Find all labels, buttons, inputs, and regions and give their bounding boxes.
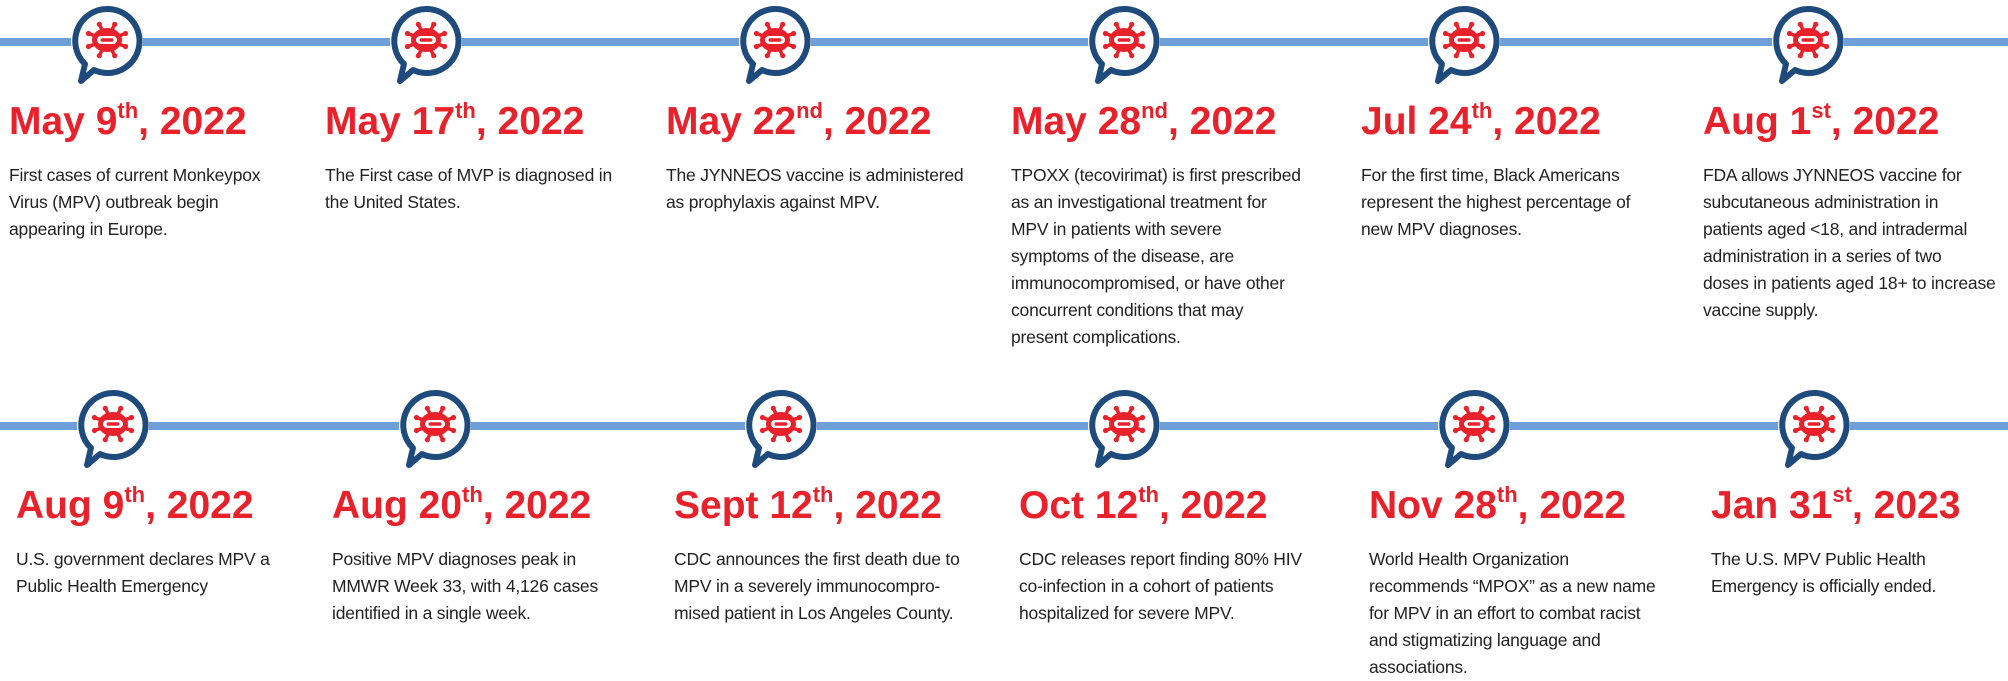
virus-speech-bubble-svg <box>1088 5 1160 84</box>
event-date: Aug 1st, 2022 <box>1703 98 1940 143</box>
virus-speech-bubble-svg <box>1088 389 1160 468</box>
virus-speech-bubble-icon <box>68 4 146 86</box>
virus-speech-bubble-svg <box>1428 5 1500 84</box>
virus-speech-bubble-svg <box>1438 389 1510 468</box>
virus-speech-bubble-icon <box>1085 4 1163 86</box>
virus-speech-bubble-icon <box>742 388 820 470</box>
virus-speech-bubble-svg <box>71 5 143 84</box>
event-date: Aug 20th, 2022 <box>332 482 592 527</box>
virus-speech-bubble-icon <box>1425 4 1503 86</box>
virus-speech-bubble-svg <box>1778 389 1850 468</box>
virus-speech-bubble-icon <box>1769 4 1847 86</box>
virus-speech-bubble-icon <box>1435 388 1513 470</box>
virus-speech-bubble-svg <box>745 389 817 468</box>
virus-speech-bubble-icon <box>387 4 465 86</box>
event-date: Sept 12th, 2022 <box>674 482 942 527</box>
virus-speech-bubble-svg <box>390 5 462 84</box>
virus-speech-bubble-svg <box>739 5 811 84</box>
virus-speech-bubble-svg <box>399 389 471 468</box>
event-date: May 9th, 2022 <box>9 98 247 143</box>
virus-speech-bubble-svg <box>1772 5 1844 84</box>
timeline-line-bottom <box>0 422 2008 430</box>
virus-speech-bubble-icon <box>1775 388 1853 470</box>
virus-speech-bubble-icon <box>736 4 814 86</box>
timeline-line-top <box>0 38 2008 46</box>
event-date: Jan 31st, 2023 <box>1711 482 1961 527</box>
event-date: Jul 24th, 2022 <box>1361 98 1601 143</box>
virus-speech-bubble-icon <box>74 388 152 470</box>
virus-speech-bubble-svg <box>77 389 149 468</box>
event-date: Aug 9th, 2022 <box>16 482 254 527</box>
virus-speech-bubble-icon <box>396 388 474 470</box>
event-date: Nov 28th, 2022 <box>1369 482 1627 527</box>
event-date: Oct 12th, 2022 <box>1019 482 1268 527</box>
event-date: May 28nd, 2022 <box>1011 98 1277 143</box>
event-date: May 17th, 2022 <box>325 98 585 143</box>
virus-speech-bubble-icon <box>1085 388 1163 470</box>
event-date: May 22nd, 2022 <box>666 98 932 143</box>
